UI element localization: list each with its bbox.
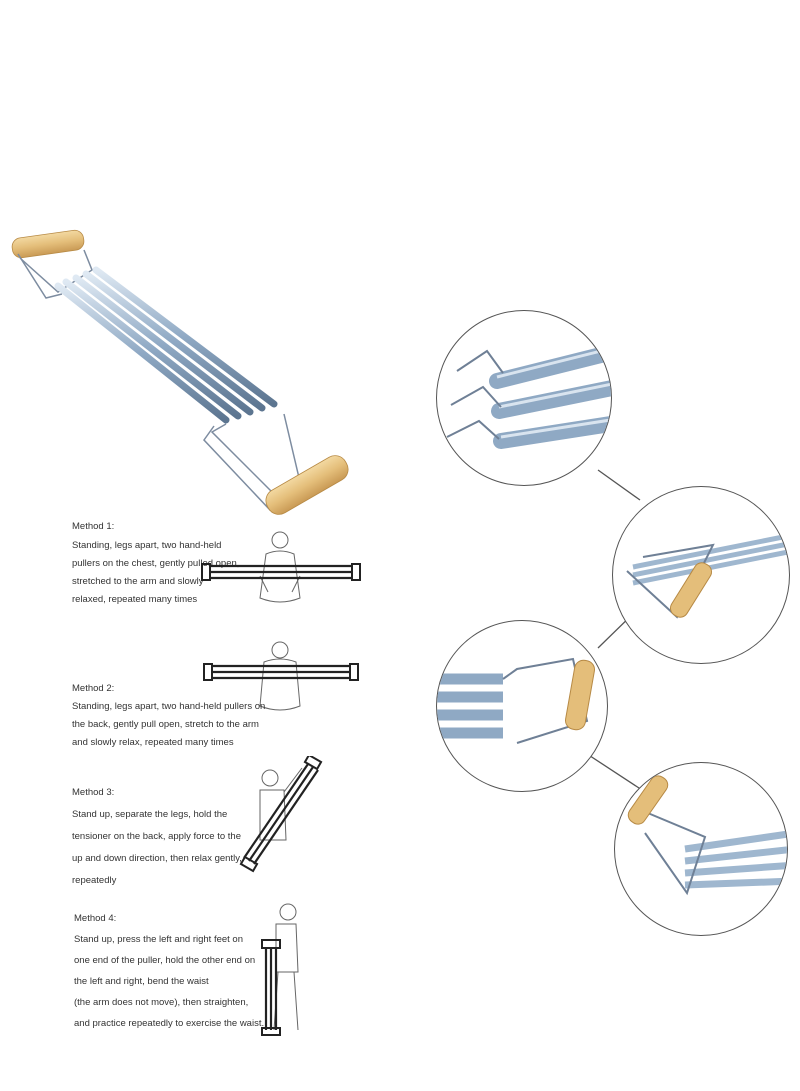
- method-4-line: one end of the puller, hold the other en…: [74, 955, 256, 966]
- method-4-line: (the arm does not move), then straighten…: [74, 997, 249, 1008]
- method-2-line: and slowly relax, repeated many times: [72, 737, 234, 748]
- method-3-line: tensioner on the back, apply force to th…: [72, 831, 241, 842]
- method-2-title: Method 2:: [72, 683, 115, 694]
- method-3-title: Method 3:: [72, 787, 115, 798]
- spring-bundle: [54, 266, 278, 424]
- detail-circle-handle-frame: [612, 486, 790, 664]
- method-1-line: Standing, legs apart, two hand-held: [72, 540, 222, 551]
- method-1-text: Method 1: Standing, legs apart, two hand…: [72, 516, 239, 609]
- bottom-wooden-handle: [265, 455, 349, 515]
- detail-circle-handle-springs: [436, 620, 608, 792]
- method-2-illustration: [203, 641, 359, 711]
- method-4-text: Method 4: Stand up, press the left and r…: [74, 908, 264, 1034]
- method-2-line: the back, gently pull open, stretch to t…: [72, 719, 259, 730]
- method-3-line: repeatedly: [72, 875, 117, 886]
- method-2-line: Standing, legs apart, two hand-held pull…: [72, 701, 266, 712]
- method-4-line: Stand up, press the left and right feet …: [74, 934, 244, 945]
- method-3-illustration: [239, 756, 323, 873]
- method-3-text: Method 3: Stand up, separate the legs, h…: [72, 782, 242, 892]
- method-3-line: Stand up, separate the legs, hold the: [72, 809, 228, 820]
- method-1-line: relaxed, repeated many times: [72, 594, 198, 605]
- detail-circle-handle-bottom: [614, 762, 788, 936]
- chest-expander-product-image: [11, 229, 349, 515]
- method-4-illustration: [261, 903, 299, 1036]
- method-1-illustration: [201, 531, 361, 603]
- method-4-title: Method 4:: [74, 913, 117, 924]
- method-1-title: Method 1:: [72, 521, 115, 532]
- method-4-line: and practice repeatedly to exercise the …: [74, 1018, 265, 1029]
- method-3-line: up and down direction, then relax gently…: [72, 853, 242, 864]
- method-4-line: the left and right, bend the waist: [74, 976, 209, 987]
- detail-circle-spring-hooks: [436, 310, 612, 486]
- method-2-text: Method 2: Standing, legs apart, two hand…: [72, 680, 265, 752]
- method-1-line: stretched to the arm and slowly: [72, 576, 204, 587]
- method-1-line: pullers on the chest, gently pulled open…: [72, 558, 240, 569]
- top-wooden-handle: [11, 229, 85, 259]
